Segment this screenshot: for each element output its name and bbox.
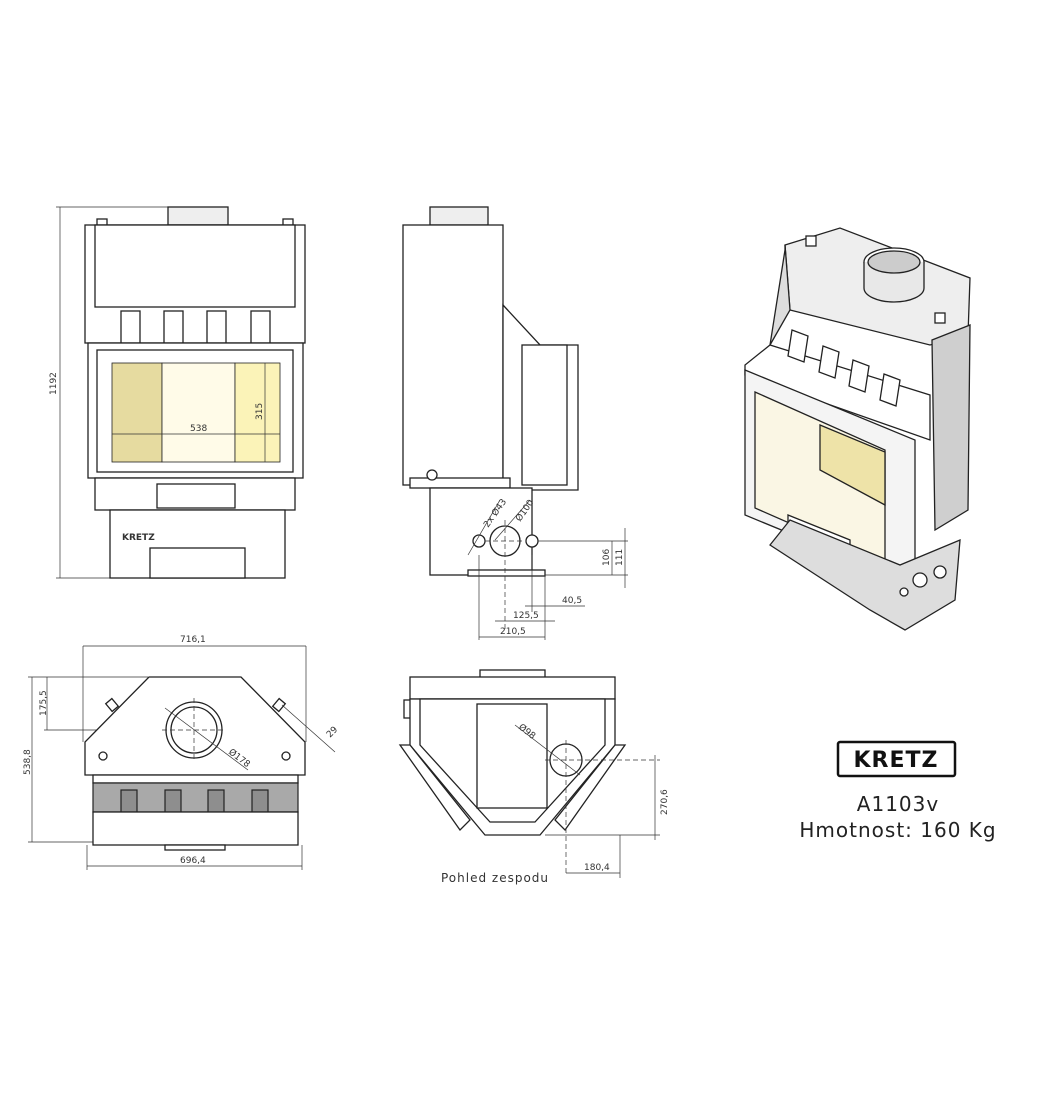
kretz-logo: KRETZ: [854, 748, 939, 773]
dim-180-4: 180,4: [584, 863, 610, 873]
glass-right: [234, 362, 281, 463]
width-dim: 538: [190, 424, 207, 434]
flue-offset-dim: 175,5: [39, 690, 49, 716]
dim-29: 29: [325, 725, 340, 740]
side-view: 2x Ø43 Ø100 106 111 40,5 125,5 210,5: [402, 206, 628, 640]
bottom-view: Ø98 270,6 180,4 Pohled zespodu: [398, 669, 670, 885]
isometric-view: [744, 227, 971, 631]
glass-height-dim: 315: [255, 403, 265, 420]
bottom-width-dim: 696,4: [180, 856, 206, 866]
top-view: 716,1 538,8 175,5 Ø178 29 696,4: [23, 635, 340, 870]
caption: Pohled zespodu: [441, 871, 549, 885]
dim-106: 106: [602, 549, 612, 566]
product-info: KRETZ A1103v Hmotnost: 160 Kg: [799, 740, 996, 842]
dim-40-5: 40,5: [562, 596, 582, 606]
front-view: 1192 538 315 KRETZ: [49, 206, 306, 579]
dim-111: 111: [615, 549, 625, 566]
dim-210-5: 210,5: [500, 627, 526, 637]
dim-125-5: 125,5: [513, 611, 539, 621]
front-logo: KRETZ: [122, 533, 155, 543]
glass-left: [111, 362, 163, 463]
depth-dim: 538,8: [23, 749, 33, 775]
width-dim: 716,1: [180, 635, 206, 645]
height-dim: 1192: [49, 372, 59, 395]
model-name: A1103v: [857, 792, 939, 816]
dim-270-6: 270,6: [660, 789, 670, 815]
weight: Hmotnost: 160 Kg: [799, 818, 996, 842]
